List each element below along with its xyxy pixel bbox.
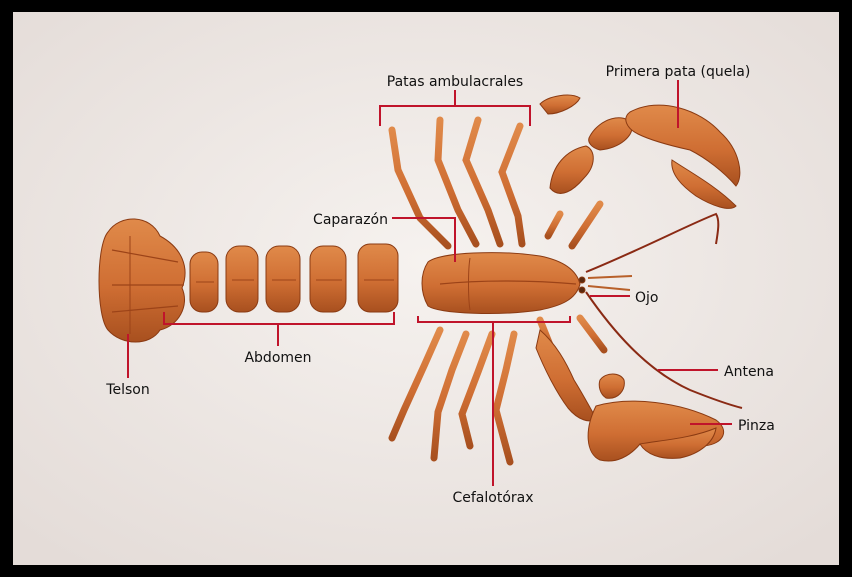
label-primera-pata: Primera pata (quela) <box>606 64 751 80</box>
label-patas-ambulacrales: Patas ambulacrales <box>387 74 523 90</box>
label-cefalotorax: Cefalotórax <box>452 490 533 506</box>
label-abdomen: Abdomen <box>244 350 311 366</box>
label-telson: Telson <box>105 382 149 398</box>
carapace-part <box>422 253 580 314</box>
label-ojo: Ojo <box>635 290 658 306</box>
label-antena: Antena <box>724 364 774 380</box>
label-pinza: Pinza <box>738 418 775 434</box>
label-caparazon: Caparazón <box>313 212 388 228</box>
eye-part <box>579 277 585 283</box>
